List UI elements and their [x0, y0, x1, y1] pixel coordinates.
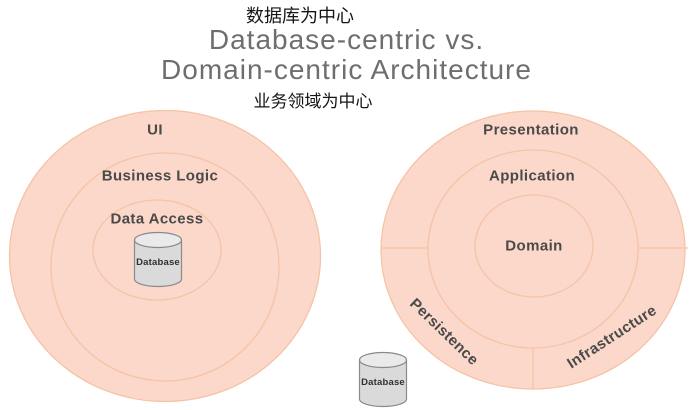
database-centric-diagram: UI Business Logic Data Access Database	[8, 110, 322, 404]
database-cylinder-icon: Database	[358, 351, 408, 408]
right-inner-ring	[474, 194, 594, 298]
title-line-2: Domain-centric Architecture	[161, 54, 532, 85]
left-inner-ring	[92, 199, 222, 301]
layer-label-presentation: Presentation	[483, 121, 579, 139]
layer-label-ui: UI	[147, 121, 163, 139]
database-label: Database	[136, 257, 180, 268]
cylinder-body	[358, 360, 408, 408]
layer-label-business-logic: Business Logic	[101, 167, 219, 185]
layer-label-data-access: Data Access	[110, 210, 204, 228]
database-cylinder-icon: Database	[133, 231, 183, 288]
cylinder-top	[133, 231, 183, 249]
page-title: Database-centric vs. Domain-centric Arch…	[0, 25, 693, 85]
subtitle-domain-centric-cn: 业务领域为中心	[253, 92, 373, 111]
database-label: Database	[361, 377, 405, 388]
cylinder-body	[133, 240, 183, 288]
layer-label-application: Application	[488, 167, 576, 185]
subtitle-database-centric-cn: 数据库为中心	[246, 6, 354, 26]
cylinder-top	[358, 351, 408, 369]
domain-centric-diagram: Presentation Application Domain Persiste…	[358, 110, 690, 408]
title-line-1: Database-centric vs.	[208, 24, 485, 55]
layer-label-domain: Domain	[505, 237, 563, 255]
right-rings-graphic	[380, 110, 688, 390]
left-middle-ring	[50, 152, 280, 382]
